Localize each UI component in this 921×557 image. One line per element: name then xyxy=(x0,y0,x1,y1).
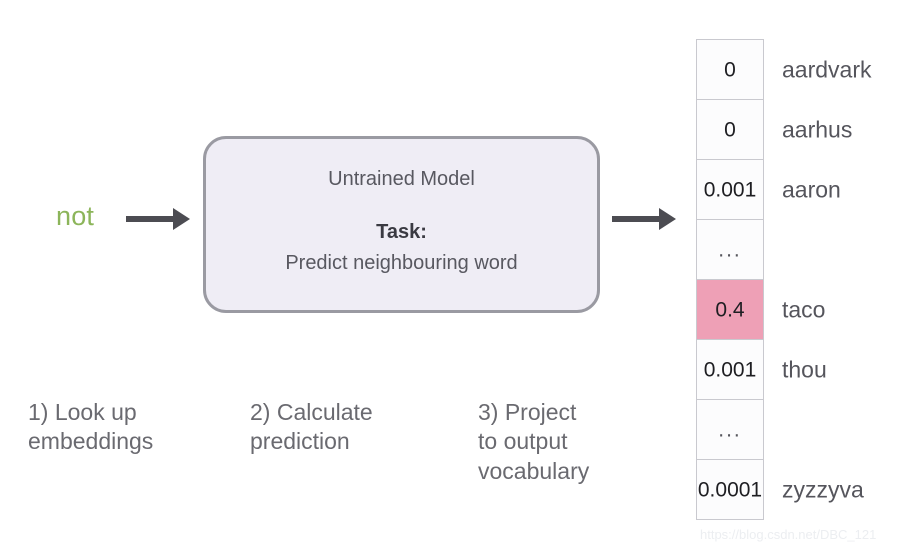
vocab-row: 0 aarhus xyxy=(697,100,852,160)
vocab-probability: 0 xyxy=(724,58,736,81)
vocab-row: ... xyxy=(697,220,763,280)
model-box: Untrained Model Task: Predict neighbouri… xyxy=(203,136,600,313)
vocab-row: 0 aardvark xyxy=(697,40,871,100)
vocab-word-label: zyzzyva xyxy=(782,476,864,502)
vocab-probability: ... xyxy=(718,238,742,261)
input-word-label: not xyxy=(56,201,95,231)
step-caption-2: 2) Calculate prediction xyxy=(250,399,373,455)
vocab-row: 0.4 taco xyxy=(697,280,825,340)
vocab-word-label: taco xyxy=(782,296,826,322)
vocab-word-label: aaron xyxy=(782,176,841,202)
model-task-label: Task: xyxy=(376,221,427,243)
vocab-probability: 0.001 xyxy=(703,178,757,201)
step-caption-1: 1) Look up embeddings xyxy=(28,399,154,455)
vocab-row: ... xyxy=(697,400,763,460)
vocab-probability: ... xyxy=(718,418,742,441)
model-task-description: Predict neighbouring word xyxy=(285,252,518,274)
watermark-text: https://blog.csdn.net/DBC_121 xyxy=(700,527,877,542)
vocab-row: 0.0001 zyzzyva xyxy=(697,460,864,520)
arrow-input-to-model-icon xyxy=(126,216,174,222)
vocab-word-label: aardvark xyxy=(782,56,872,82)
model-title: Untrained Model xyxy=(328,168,475,190)
vocab-word-label: aarhus xyxy=(782,116,853,142)
step-caption-3: 3) Project to output vocabulary xyxy=(478,399,590,484)
vocab-row: 0.001 aaron xyxy=(697,160,841,220)
vocab-probability: 0.0001 xyxy=(697,478,763,501)
vocab-probability: 0.001 xyxy=(703,358,757,381)
vocab-probability: 0 xyxy=(724,118,736,141)
vocab-word-label: thou xyxy=(782,356,827,382)
arrow-model-to-output-icon xyxy=(612,216,660,222)
vocab-row: 0.001 thou xyxy=(697,340,827,400)
vocab-probability: 0.4 xyxy=(715,298,745,321)
output-vocabulary-table: 0 aardvark 0 aarhus 0.001 aaron... 0.4 taco 0.00… xyxy=(696,39,871,520)
